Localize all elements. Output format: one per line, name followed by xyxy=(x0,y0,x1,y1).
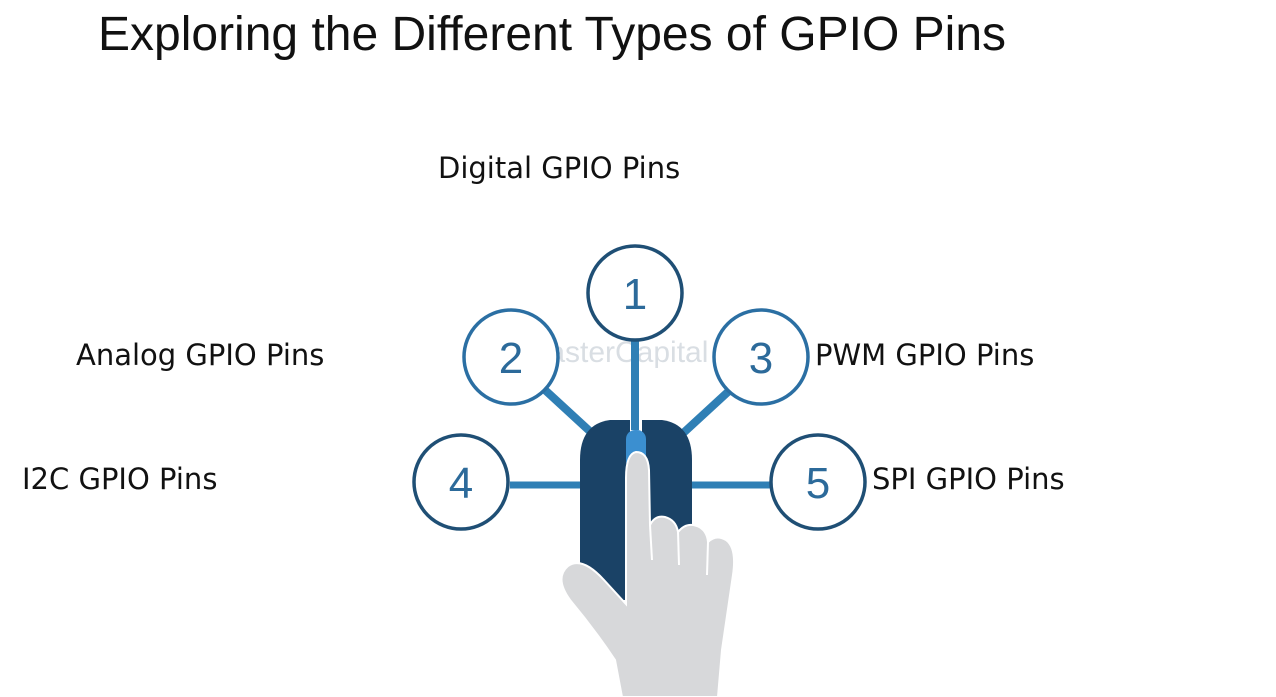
label-i2c-gpio: I2C GPIO Pins xyxy=(22,462,218,496)
item-circle-1: 1 xyxy=(586,244,684,342)
item-number: 3 xyxy=(749,334,773,383)
item-circle-3: 3 xyxy=(712,308,810,406)
item-number: 1 xyxy=(623,270,647,319)
connector-3 xyxy=(677,387,733,439)
item-circle-2: 2 xyxy=(462,308,560,406)
connector-2 xyxy=(542,387,598,439)
item-circle-4: 4 xyxy=(412,433,510,531)
label-digital-gpio: Digital GPIO Pins xyxy=(438,151,681,185)
item-number: 4 xyxy=(449,459,473,508)
item-number: 5 xyxy=(806,459,830,508)
label-pwm-gpio: PWM GPIO Pins xyxy=(815,338,1035,372)
label-analog-gpio: Analog GPIO Pins xyxy=(76,338,325,372)
hand-icon xyxy=(560,450,736,697)
item-circle-5: 5 xyxy=(769,433,867,531)
connector-lines xyxy=(510,340,770,489)
watermark-text: FasterCapital xyxy=(530,336,708,369)
label-spi-gpio: SPI GPIO Pins xyxy=(872,462,1065,496)
item-number: 2 xyxy=(499,334,523,383)
page-title: Exploring the Different Types of GPIO Pi… xyxy=(98,8,1007,61)
